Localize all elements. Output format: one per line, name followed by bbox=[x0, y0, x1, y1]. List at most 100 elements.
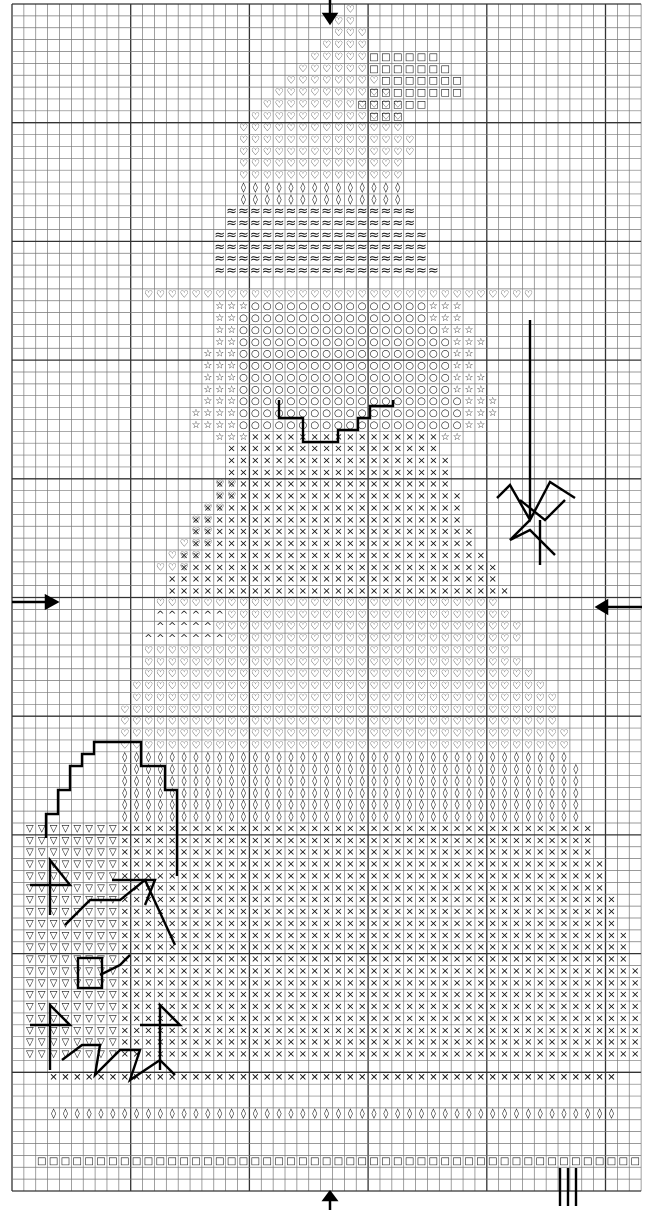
cross-symbol: × bbox=[417, 503, 425, 514]
cross-symbol: × bbox=[251, 883, 259, 894]
diamond-symbol: ◊ bbox=[455, 787, 460, 799]
cross-symbol: × bbox=[500, 859, 508, 870]
cross-symbol: × bbox=[512, 990, 520, 1001]
heart-symbol: ♡ bbox=[156, 740, 165, 751]
diamond-symbol: ◊ bbox=[194, 775, 199, 787]
heart-symbol: ♡ bbox=[358, 705, 367, 716]
circle-symbol: ○ bbox=[382, 420, 391, 431]
cross-symbol: × bbox=[441, 491, 449, 502]
cross-symbol: × bbox=[500, 586, 508, 597]
wave-symbol: ≈ bbox=[214, 264, 225, 279]
double-x-symbol: ✕ bbox=[429, 1073, 437, 1084]
heart-symbol: ♡ bbox=[393, 610, 402, 621]
heart-symbol: ♡ bbox=[132, 729, 141, 740]
diamond-symbol: ◊ bbox=[324, 799, 329, 811]
cross-symbol: × bbox=[263, 966, 271, 977]
cross-symbol: × bbox=[204, 954, 212, 965]
cross-symbol: × bbox=[358, 835, 366, 846]
cross-symbol: × bbox=[595, 1049, 603, 1060]
cross-symbol: × bbox=[417, 859, 425, 870]
cross-symbol: × bbox=[441, 1013, 449, 1024]
diamond-symbol: ◊ bbox=[336, 787, 341, 799]
cross-symbol: × bbox=[631, 966, 639, 977]
cross-symbol: × bbox=[429, 1002, 437, 1013]
square-symbol: □ bbox=[452, 1156, 461, 1167]
diamond-symbol: ◊ bbox=[253, 763, 258, 775]
heart-symbol: ♡ bbox=[500, 657, 509, 668]
cross-symbol: × bbox=[156, 835, 164, 846]
heart-symbol: ♡ bbox=[370, 135, 379, 146]
cross-symbol: × bbox=[192, 930, 200, 941]
heart-symbol: ♡ bbox=[524, 729, 533, 740]
cross-symbol: × bbox=[560, 895, 568, 906]
cross-symbol: × bbox=[346, 1049, 354, 1060]
heart-symbol: ♡ bbox=[465, 740, 474, 751]
circle-symbol: ○ bbox=[251, 301, 260, 312]
triangle-down-symbol: ▽ bbox=[38, 835, 46, 846]
cross-symbol: × bbox=[299, 871, 307, 882]
cross-symbol: × bbox=[275, 954, 283, 965]
cross-symbol: × bbox=[595, 978, 603, 989]
heart-symbol: ♡ bbox=[405, 669, 414, 680]
cross-symbol: × bbox=[370, 930, 378, 941]
star-symbol: ☆ bbox=[441, 432, 450, 443]
diamond-symbol: ◊ bbox=[478, 799, 483, 811]
cross-symbol: × bbox=[370, 1025, 378, 1036]
heart-symbol: ♡ bbox=[180, 693, 189, 704]
heart-symbol: ♡ bbox=[441, 669, 450, 680]
heart-symbol: ♡ bbox=[251, 729, 260, 740]
diamond-symbol: ◊ bbox=[134, 751, 139, 763]
diamond-symbol: ◊ bbox=[253, 775, 258, 787]
heart-symbol: ♡ bbox=[298, 64, 307, 75]
caret-symbol: ^ bbox=[180, 622, 188, 633]
cross-symbol: × bbox=[465, 1025, 473, 1036]
diamond-symbol: ◊ bbox=[182, 1107, 187, 1119]
heart-symbol: ♡ bbox=[346, 147, 355, 158]
cross-symbol: × bbox=[441, 550, 449, 561]
cross-symbol: × bbox=[227, 871, 235, 882]
diamond-symbol: ◊ bbox=[550, 751, 555, 763]
cross-symbol: × bbox=[346, 574, 354, 585]
triangle-down-symbol: ▽ bbox=[38, 1049, 46, 1060]
cross-symbol: × bbox=[216, 871, 224, 882]
cross-symbol: × bbox=[239, 918, 247, 929]
cross-symbol: × bbox=[453, 1025, 461, 1036]
square-symbol: □ bbox=[417, 1156, 426, 1167]
cross-symbol: × bbox=[263, 562, 271, 573]
cross-symbol: × bbox=[227, 1049, 235, 1060]
heart-symbol: ♡ bbox=[453, 693, 462, 704]
cross-symbol: × bbox=[583, 1013, 591, 1024]
double-x-symbol: ✕ bbox=[73, 1073, 81, 1084]
cross-symbol: × bbox=[322, 1037, 330, 1048]
cross-symbol: × bbox=[287, 895, 295, 906]
cross-symbol: × bbox=[180, 1049, 188, 1060]
heart-symbol: ♡ bbox=[275, 729, 284, 740]
diamond-symbol: ◊ bbox=[182, 751, 187, 763]
heart-symbol: ♡ bbox=[393, 681, 402, 692]
heart-symbol: ♡ bbox=[405, 634, 414, 645]
cross-symbol: × bbox=[227, 883, 235, 894]
heart-symbol: ♡ bbox=[263, 123, 272, 134]
cross-symbol: × bbox=[358, 1002, 366, 1013]
cross-symbol: × bbox=[453, 918, 461, 929]
cross-symbol: × bbox=[536, 1049, 544, 1060]
heart-symbol: ♡ bbox=[168, 669, 177, 680]
heart-symbol: ♡ bbox=[358, 135, 367, 146]
cross-symbol: × bbox=[251, 1002, 259, 1013]
cross-symbol: × bbox=[144, 823, 152, 834]
cross-symbol: × bbox=[239, 527, 247, 538]
cross-symbol: × bbox=[477, 1025, 485, 1036]
triangle-down-symbol: ▽ bbox=[62, 1025, 70, 1036]
diamond-symbol: ◊ bbox=[561, 775, 566, 787]
cross-symbol: × bbox=[192, 823, 200, 834]
cross-symbol: × bbox=[156, 954, 164, 965]
diamond-symbol: ◊ bbox=[217, 799, 222, 811]
diamond-symbol: ◊ bbox=[122, 811, 127, 823]
heart-symbol: ♡ bbox=[476, 622, 485, 633]
heart-symbol: ♡ bbox=[192, 539, 201, 550]
cross-symbol: × bbox=[512, 823, 520, 834]
diamond-symbol: ◊ bbox=[443, 751, 448, 763]
cross-symbol: × bbox=[394, 527, 402, 538]
cross-symbol: × bbox=[607, 954, 615, 965]
cross-symbol: × bbox=[168, 586, 176, 597]
